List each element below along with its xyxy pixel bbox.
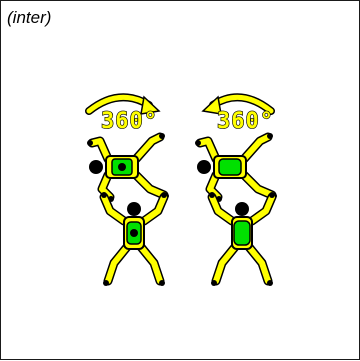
counter-clockwise-rotation-arrow-icon	[201, 93, 275, 115]
top-jumper-right	[195, 133, 277, 202]
left-panel: 360°	[85, 93, 169, 286]
top-jumper-left	[87, 133, 169, 202]
clockwise-rotation-arrow-icon	[85, 93, 161, 115]
right-panel: 360°	[195, 93, 277, 286]
rotation-label-right: 360°	[217, 109, 274, 134]
bottom-jumper-left	[101, 192, 167, 286]
caption-label: (inter)	[7, 8, 52, 27]
rotation-label-left: 360°	[101, 109, 158, 134]
bottom-jumper-right	[209, 192, 275, 286]
